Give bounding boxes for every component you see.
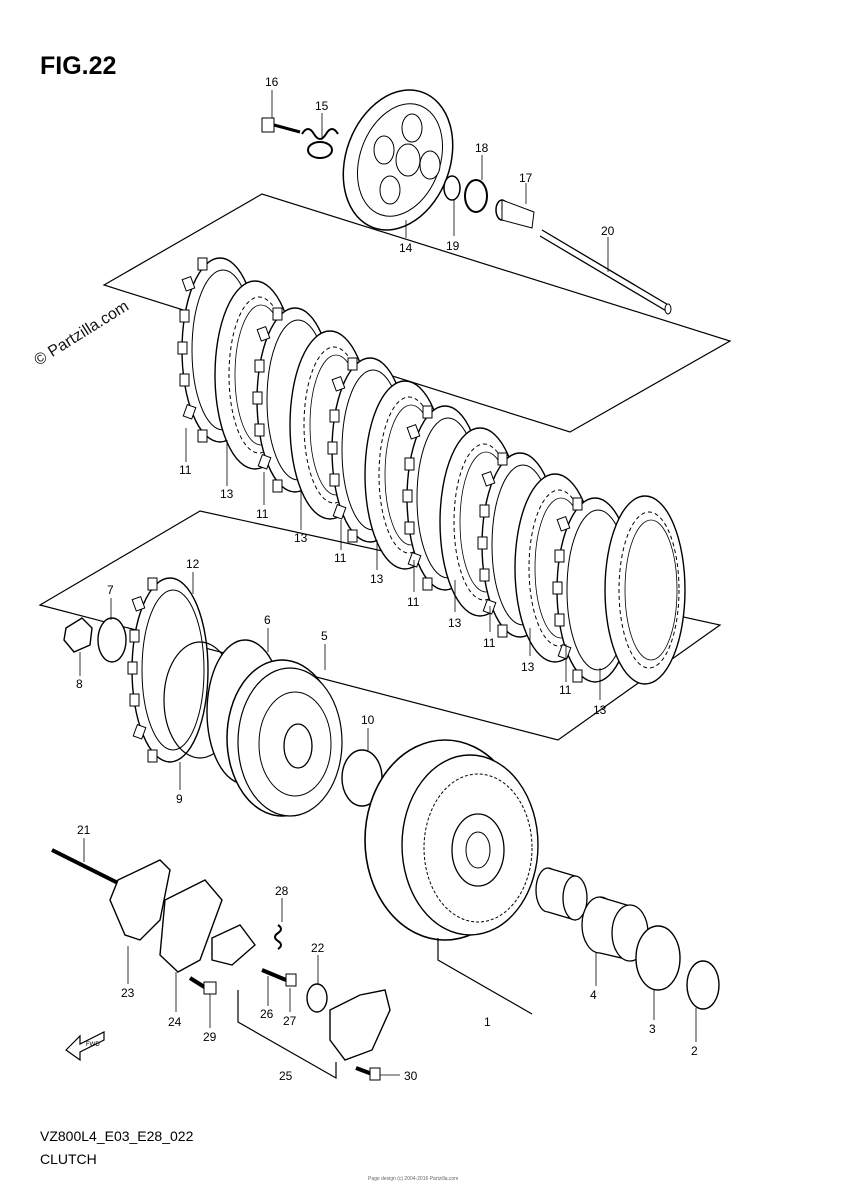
footer-note: Page design (c) 2004-2016 Partzilla.com [368,1176,459,1182]
washer-7 [97,617,127,663]
adjusting-screw [261,968,287,982]
part-label-11: 11 [179,463,192,477]
return-spring [274,924,282,950]
part-label-11: 11 [407,595,420,609]
part-label-12: 12 [186,557,200,571]
part-label-11: 11 [483,636,496,650]
part-label-8: 8 [76,677,83,691]
diagram-caption: CLUTCH [40,1151,97,1167]
part-label-13: 13 [593,703,607,717]
part-label-21: 21 [77,823,91,837]
part-label-10: 10 [361,713,375,727]
nut [63,617,93,653]
release-cam [211,924,256,966]
figure-title: FIG.22 [40,52,117,80]
gasket [159,879,223,973]
part-label-5: 5 [321,629,328,643]
bolt-29 [188,976,217,995]
part-label-4: 4 [590,988,597,1002]
lock-nut [285,973,297,987]
spacer [535,867,588,921]
clutch-hub [226,659,343,817]
push-rod [539,229,672,315]
bolt-and-spring [261,117,339,159]
pressure-plate [342,89,454,231]
washer [443,175,461,201]
part-label-2: 2 [691,1044,698,1058]
bearing [464,179,488,213]
part-label-3: 3 [649,1022,656,1036]
release-bracket [109,859,171,941]
part-label-13: 13 [294,531,308,545]
needle-bearing [581,896,649,962]
thrust-washer-3 [635,925,681,991]
part-label-19: 19 [446,239,460,253]
plate-stack [177,257,686,685]
release-rod [51,848,121,886]
part-label-30: 30 [404,1069,418,1083]
push-piece [495,199,535,229]
part-label-20: 20 [601,224,615,238]
forward-arrow-icon: FWD [65,1031,105,1062]
part-label-16: 16 [265,75,279,89]
part-label-6: 6 [264,613,271,627]
part-label-18: 18 [475,141,489,155]
part-label-7: 7 [107,583,114,597]
part-label-13: 13 [370,572,384,586]
fwd-label: FWD [86,1042,100,1048]
part-label-13: 13 [521,660,535,674]
diagram-code: VZ800L4_E03_E28_022 [40,1128,194,1144]
bolt-30 [355,1066,381,1081]
part-label-23: 23 [121,986,135,1000]
part-label-27: 27 [283,1014,297,1028]
washer-22 [306,983,328,1013]
part-label-25: 25 [279,1069,293,1083]
part-label-28: 28 [275,884,289,898]
part-label-13: 13 [220,487,234,501]
part-label-9: 9 [176,792,183,806]
friction-plate-12 [127,577,209,763]
clutch-housing [364,739,539,941]
part-label-11: 11 [256,507,269,521]
part-label-15: 15 [315,99,329,113]
release-cover [329,989,391,1061]
part-label-14: 14 [399,241,413,255]
part-label-1: 1 [484,1015,491,1029]
part-label-11: 11 [559,683,572,697]
part-label-26: 26 [260,1007,274,1021]
part-label-22: 22 [311,941,325,955]
part-label-17: 17 [519,171,533,185]
part-label-24: 24 [168,1015,182,1029]
part-label-11: 11 [334,551,347,565]
part-label-29: 29 [203,1030,217,1044]
thrust-washer-2 [686,960,720,1010]
part-label-13: 13 [448,616,462,630]
